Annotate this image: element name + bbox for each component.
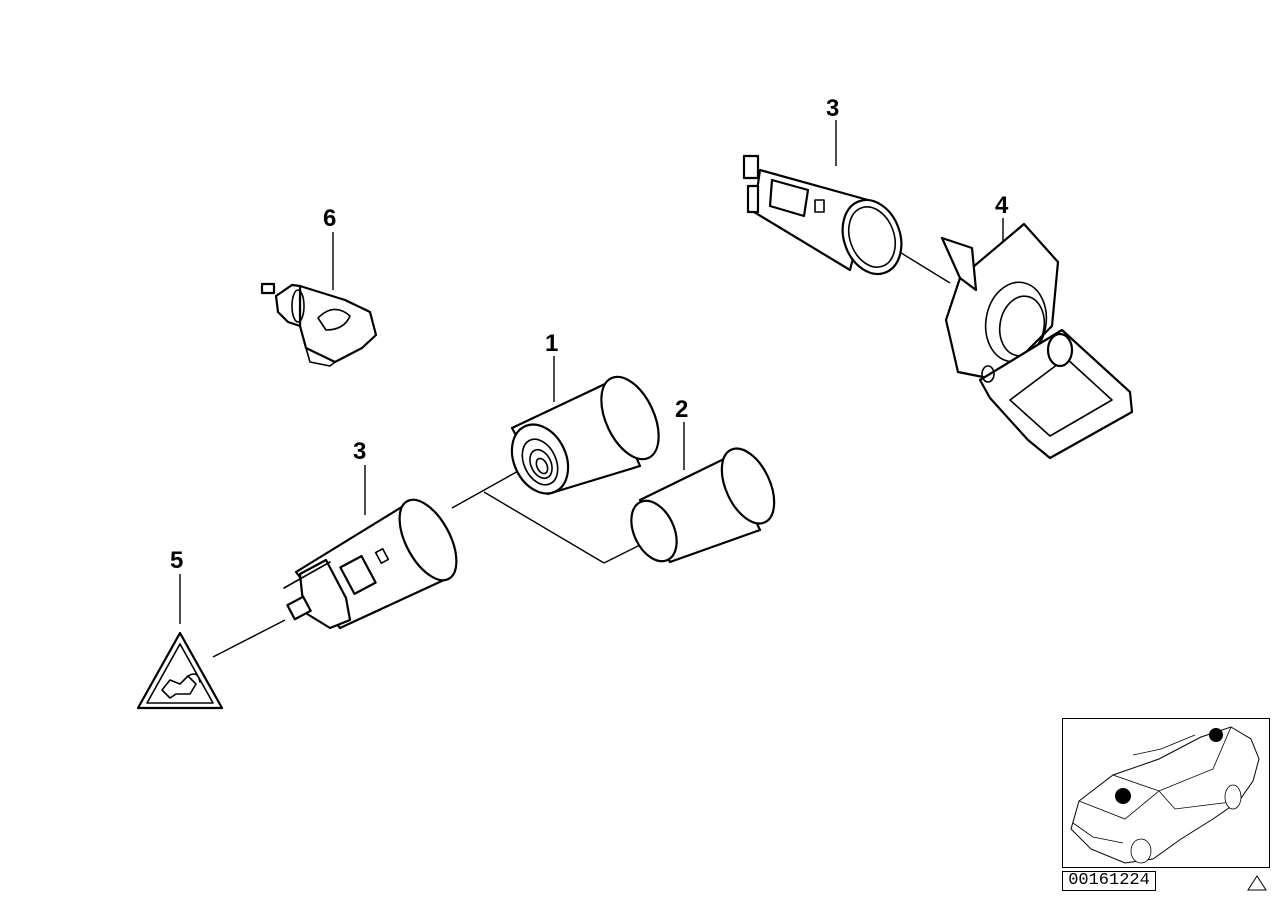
car-locator-thumbnail	[1062, 718, 1270, 868]
callout-3-upper: 3	[826, 95, 839, 122]
part-2-cap	[630, 447, 776, 564]
part-5-warning-label	[136, 631, 224, 710]
callouts: 1 2 3 3 4 5 6	[170, 95, 1009, 574]
locator-dot-rear	[1209, 728, 1223, 742]
reference-number: 00161224	[1062, 871, 1156, 891]
callout-1: 1	[545, 330, 558, 357]
small-warning-triangle-icon	[1247, 875, 1267, 891]
callout-3-lower: 3	[353, 438, 366, 465]
car-locator-icon	[1070, 726, 1260, 864]
part-3-housing-lower	[283, 498, 458, 630]
callout-2: 2	[675, 396, 688, 423]
callout-4: 4	[995, 192, 1009, 219]
part-4-bracket	[940, 222, 1134, 460]
part-3-housing-upper	[742, 154, 903, 276]
callout-6: 6	[323, 205, 336, 232]
part-1-socket-barrel	[510, 375, 660, 496]
callout-5: 5	[170, 547, 183, 574]
part-6-socket	[260, 282, 378, 367]
locator-dot-front	[1115, 788, 1131, 804]
